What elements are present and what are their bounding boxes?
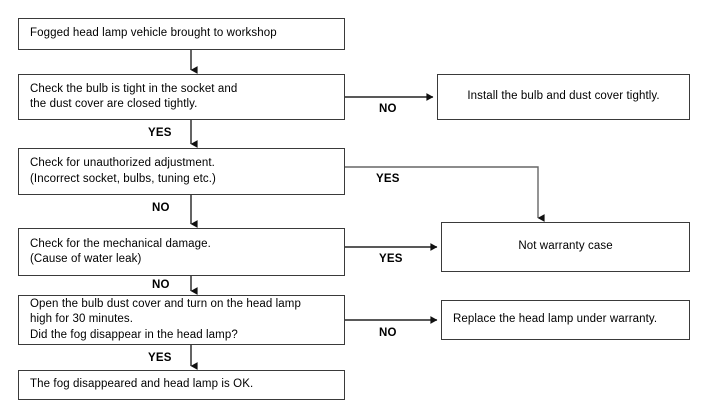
edge-label-yes-fog-gone: YES — [148, 352, 172, 364]
node-start: Fogged head lamp vehicle brought to work… — [18, 18, 345, 50]
edge-label-yes-bulb-tight: YES — [148, 127, 172, 139]
edge-label-yes-unauthorized: YES — [376, 173, 400, 185]
node-check-mechanical-line-1: Check for the mechanical damage. — [30, 237, 211, 250]
node-start-line-1: Fogged head lamp vehicle brought to work… — [30, 27, 277, 40]
node-check-mechanical-damage: Check for the mechanical damage. (Cause … — [18, 228, 345, 276]
node-fog-disappeared-ok: The fog disappeared and head lamp is OK. — [18, 370, 345, 400]
connector-unauthorized-yes-to-not-warranty — [345, 166, 545, 222]
node-not-warranty-case: Not warranty case — [441, 222, 690, 272]
node-check-unauthorized-line-1: Check for unauthorized adjustment. — [30, 157, 215, 169]
node-open-dust-cover: Open the bulb dust cover and turn on the… — [18, 295, 345, 345]
edge-label-no-fog-gone: NO — [379, 327, 397, 339]
node-check-bulb-tight-line-1: Check the bulb is tight in the socket an… — [30, 82, 238, 95]
node-open-dust-cover-line-3: Did the fog disappear in the head lamp? — [30, 328, 238, 341]
node-replace-head-lamp-line-1: Replace the head lamp under warranty. — [453, 313, 658, 326]
node-fog-disappeared-ok-line-1: The fog disappeared and head lamp is OK. — [30, 378, 254, 391]
edge-label-no-unauthorized: NO — [152, 202, 170, 214]
edge-label-no-mechanical: NO — [152, 279, 170, 291]
node-open-dust-cover-line-2: high for 30 minutes. — [30, 313, 134, 326]
node-not-warranty-case-line-1: Not warranty case — [518, 240, 613, 253]
node-check-bulb-tight: Check the bulb is tight in the socket an… — [18, 74, 345, 120]
node-check-mechanical-line-2: (Cause of water leak) — [30, 253, 142, 265]
node-install-bulb-line-1: Install the bulb and dust cover tightly. — [467, 90, 660, 103]
node-open-dust-cover-line-1: Open the bulb dust cover and turn on the… — [30, 297, 301, 310]
node-install-bulb: Install the bulb and dust cover tightly. — [437, 74, 690, 120]
edge-label-no-bulb-tight: NO — [379, 103, 397, 115]
node-check-unauthorized-adjustment: Check for unauthorized adjustment. (Inco… — [18, 148, 345, 195]
node-check-bulb-tight-line-2: the dust cover are closed tightly. — [30, 98, 198, 110]
edge-label-yes-mechanical: YES — [379, 253, 403, 265]
node-replace-head-lamp: Replace the head lamp under warranty. — [441, 300, 690, 340]
node-check-unauthorized-line-2: (Incorrect socket, bulbs, tuning etc.) — [30, 172, 216, 185]
